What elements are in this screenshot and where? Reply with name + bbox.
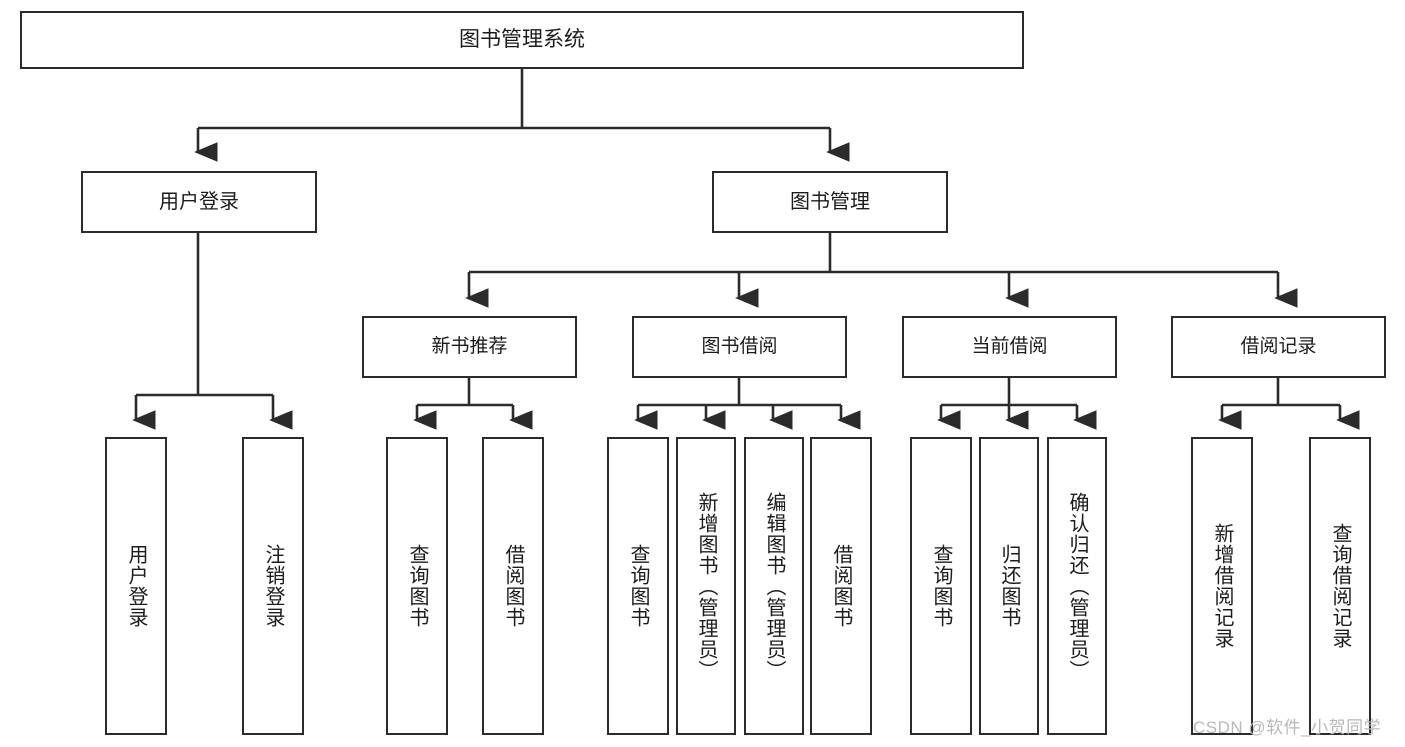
leaf-borrow-query-book[interactable]: 查询图书: [607, 437, 669, 735]
node-label: 新增借阅记录: [1211, 523, 1233, 649]
node-label: 借阅记录: [1240, 336, 1317, 358]
node-label: 注销登录: [262, 544, 284, 628]
node-root[interactable]: 图书管理系统: [20, 11, 1024, 69]
node-label: 新书推荐: [431, 336, 508, 358]
node-label: 用户登录: [159, 190, 239, 213]
leaf-current-confirm-return[interactable]: 确认归还（管理员）: [1047, 437, 1107, 735]
leaf-borrow-borrow-book[interactable]: 借阅图书: [810, 437, 872, 735]
node-label: 图书管理: [790, 190, 870, 213]
node-book-borrow[interactable]: 图书借阅: [632, 316, 847, 378]
node-new-book-recommend[interactable]: 新书推荐: [362, 316, 577, 378]
node-label: 新增图书（管理员）: [695, 491, 717, 681]
node-label: 用户登录: [125, 544, 147, 628]
node-label: 归还图书: [998, 544, 1020, 628]
node-label: 查询图书: [627, 544, 649, 628]
leaf-record-add-record[interactable]: 新增借阅记录: [1191, 437, 1253, 735]
leaf-recommend-query-book[interactable]: 查询图书: [386, 437, 448, 735]
node-user-login[interactable]: 用户登录: [81, 171, 317, 233]
leaf-borrow-edit-book[interactable]: 编辑图书（管理员）: [744, 437, 804, 735]
node-label: 图书借阅: [701, 336, 778, 358]
leaf-current-query-book[interactable]: 查询图书: [910, 437, 972, 735]
leaf-recommend-borrow-book[interactable]: 借阅图书: [482, 437, 544, 735]
node-label: 当前借阅: [971, 336, 1048, 358]
node-label: 查询图书: [930, 544, 952, 628]
leaf-record-query-record[interactable]: 查询借阅记录: [1309, 437, 1371, 735]
node-label: 编辑图书（管理员）: [763, 491, 785, 681]
node-label: 查询借阅记录: [1329, 523, 1351, 649]
leaf-user-login-logout[interactable]: 注销登录: [242, 437, 304, 735]
node-book-management[interactable]: 图书管理: [712, 171, 948, 233]
node-label: 图书管理系统: [459, 28, 585, 52]
node-label: 借阅图书: [502, 544, 524, 628]
leaf-current-return-book[interactable]: 归还图书: [979, 437, 1039, 735]
node-label: 确认归还（管理员）: [1066, 491, 1088, 681]
node-borrow-record[interactable]: 借阅记录: [1171, 316, 1386, 378]
node-current-borrow[interactable]: 当前借阅: [902, 316, 1117, 378]
leaf-user-login-login[interactable]: 用户登录: [105, 437, 167, 735]
leaf-borrow-add-book[interactable]: 新增图书（管理员）: [676, 437, 736, 735]
node-label: 借阅图书: [830, 544, 852, 628]
node-label: 查询图书: [406, 544, 428, 628]
